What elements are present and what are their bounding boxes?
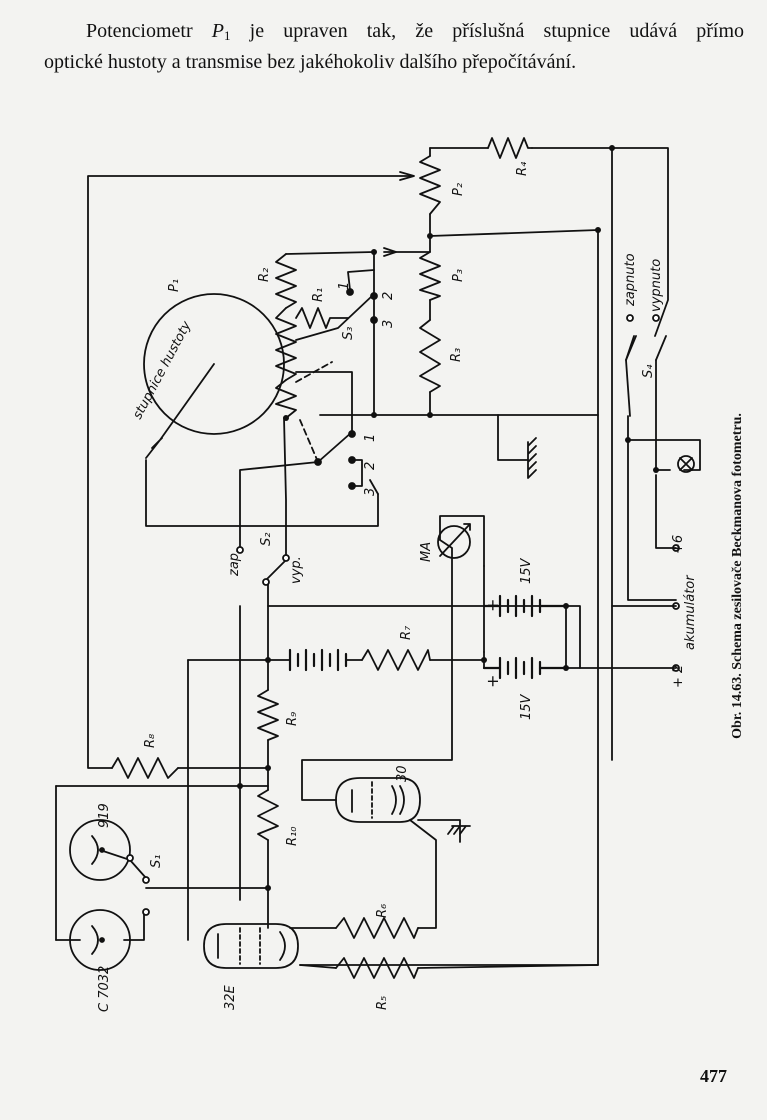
junction-dots	[237, 145, 659, 891]
s1-switch	[126, 854, 150, 916]
label-vypnuto: vypnuto	[649, 259, 664, 312]
label-stupnice: stupnice hustoty	[130, 319, 194, 422]
label-p3: P₃	[451, 269, 466, 282]
label-zapnuto: zapnuto	[623, 253, 638, 307]
label-plus-1: +	[483, 599, 502, 612]
intro-paragraph: Potenciometr P1 je upraven tak, že přísl…	[44, 18, 744, 75]
label-15v-a: 15V	[519, 557, 534, 584]
p1-symbol: P	[211, 20, 224, 42]
label-zap: zap.	[227, 549, 242, 577]
label-r4: R₄	[515, 161, 530, 176]
label-p2: P₂	[451, 183, 466, 196]
label-s3: S₃	[341, 327, 356, 340]
label-r7: R₇	[399, 625, 414, 640]
label-sw2: 2	[381, 292, 396, 300]
label-r6: R₆	[375, 904, 390, 918]
label-tube30: 30	[395, 765, 410, 782]
intro-text-a: Potenciometr	[86, 20, 212, 42]
label-ph919: 919	[97, 803, 112, 828]
tube-32e	[203, 923, 299, 969]
s2-selector	[299, 419, 379, 495]
lamp-icon	[677, 455, 695, 473]
label-s1: S₁	[149, 855, 164, 868]
label-sw1b: 1	[363, 434, 378, 442]
label-r8: R₈	[143, 734, 158, 748]
tube-30	[335, 777, 421, 823]
label-sw3: 3	[381, 320, 396, 328]
label-s2: S₂	[259, 533, 274, 546]
label-r3: R₃	[449, 348, 464, 362]
label-plus6: +6	[671, 535, 686, 554]
s2-switch	[236, 546, 290, 586]
batteries	[288, 594, 568, 680]
page-number: 477	[700, 1066, 727, 1086]
intro-line-1: Potenciometr P1 je upraven tak, že přísl…	[44, 18, 744, 49]
label-r10: R₁₀	[285, 826, 300, 846]
label-15v-b: 15V	[519, 693, 534, 720]
photocell-c7032	[69, 909, 131, 971]
label-ma: MA	[419, 542, 434, 562]
schematic-wires	[55, 147, 701, 969]
label-plus-2: +	[483, 675, 502, 688]
resistors	[111, 137, 533, 979]
label-sw2b: 2	[363, 462, 378, 470]
terminals	[672, 544, 680, 672]
p1-dial-circle	[143, 293, 285, 435]
label-sw1: 1	[337, 282, 352, 290]
caption-wrap: Obr. 14.63. Schema zesilovače Beckmanova…	[718, 386, 758, 766]
label-s4: S₄	[641, 364, 656, 378]
label-akumulator: akumulátor	[683, 574, 698, 650]
label-r9: R₉	[285, 712, 300, 726]
s3-switch	[295, 288, 378, 383]
label-tube32e: 32E	[223, 984, 238, 1010]
label-vyp: vyp.	[289, 556, 304, 584]
component-labels: stupnice hustoty P₁ P₂ P₃ R₁ R₂ R₃ R₄ R₅…	[97, 161, 698, 1012]
ma-meter	[437, 523, 471, 559]
label-r5: R₅	[375, 996, 390, 1010]
photocell-919	[69, 819, 131, 881]
figure-caption: Obr. 14.63. Schema zesilovače Beckmanova…	[730, 413, 745, 739]
label-sw3b: 3	[363, 488, 378, 496]
label-plus2t: + 2	[671, 665, 686, 688]
p3-arrow	[383, 247, 397, 257]
label-r2: R₂	[257, 268, 272, 282]
p1-subscript: 1	[224, 28, 231, 43]
earth-symbols	[447, 437, 537, 835]
s4-switch	[625, 314, 667, 361]
dial-pointer	[145, 363, 215, 459]
intro-line-2: optické hustoty a transmise bez jakéhoko…	[44, 51, 577, 73]
p2-arrow	[399, 171, 415, 181]
label-r1: R₁	[311, 288, 326, 302]
label-p1: P₁	[167, 279, 182, 292]
intro-text-b: je upraven tak, že příslušná stupnice ud…	[230, 20, 744, 42]
label-phc7032: C 7032	[97, 966, 112, 1012]
